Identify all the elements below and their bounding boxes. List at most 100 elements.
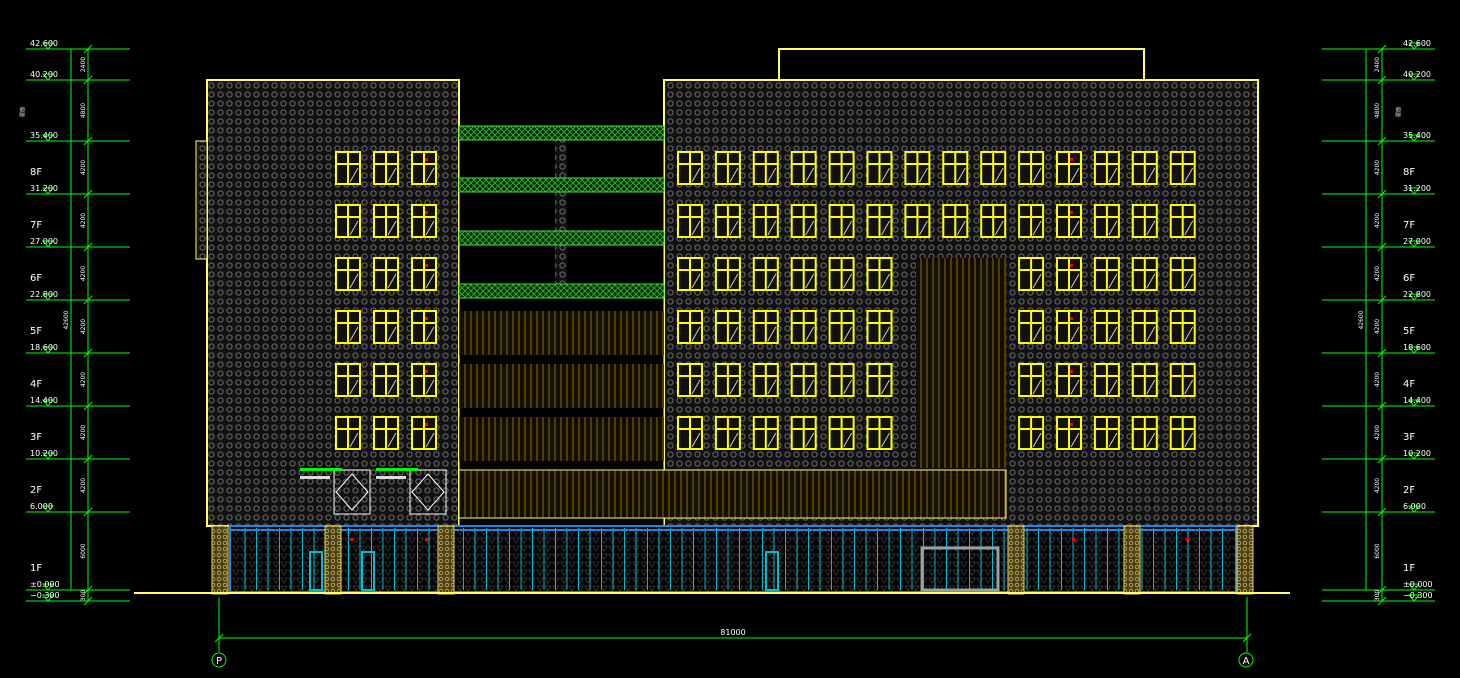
level-marker: [1407, 293, 1421, 301]
window-accent: [1070, 423, 1073, 426]
tick: [214, 633, 224, 643]
axis-bubble-right: [1238, 652, 1254, 668]
window-accent: [1070, 264, 1073, 267]
window-glass-mark: [843, 220, 853, 236]
window-glass-mark: [1108, 379, 1118, 395]
segment-dim: 2400: [80, 57, 87, 72]
window-glass-mark: [1070, 273, 1080, 289]
window-glass-mark: [729, 326, 739, 342]
window-glass-mark: [881, 326, 890, 342]
window-glass-mark: [1070, 326, 1080, 342]
central-louver-4f: [459, 364, 664, 408]
window-glass-mark: [1184, 167, 1194, 183]
segment-dim: 4200: [1374, 425, 1381, 440]
dim-tick: [83, 242, 93, 252]
window-accent: [1070, 370, 1073, 373]
dim-tick: [83, 454, 93, 464]
total-height-dim: 42600: [1358, 310, 1365, 329]
window-glass-mark: [1108, 432, 1118, 448]
window-glass-mark: [691, 273, 701, 289]
level-elevation: −0.300: [1403, 591, 1433, 600]
window-glass-mark: [1032, 167, 1042, 183]
ground-door: [361, 551, 375, 591]
window-glass-mark: [956, 220, 966, 236]
window-glass-mark: [956, 167, 966, 183]
window-glass-mark: [1070, 432, 1080, 448]
level-elevation: 31.200: [1403, 184, 1431, 193]
level-elevation: 6.000: [1403, 502, 1426, 511]
level-name: 3F: [30, 432, 42, 443]
dim-tick: [83, 295, 93, 305]
green-band: [458, 283, 665, 299]
window-glass-mark: [1032, 220, 1042, 236]
segment-dim: 4200: [80, 213, 87, 228]
level-elevation: 35.400: [30, 131, 58, 140]
roof-penthouse: [778, 48, 1145, 81]
window-glass-mark: [425, 220, 435, 236]
segment-dim: 4800: [80, 103, 87, 118]
segment-dim: 4200: [1374, 160, 1381, 175]
window-glass-mark: [1146, 167, 1156, 183]
level-name: 7F: [1403, 220, 1415, 231]
central-column: [555, 140, 567, 286]
window-glass-mark: [994, 220, 1004, 236]
dim-tick: [83, 136, 93, 146]
window-glass-mark: [729, 167, 739, 183]
ground-column: [1007, 525, 1025, 595]
level-marker: [1407, 187, 1421, 195]
window-glass-mark: [387, 167, 397, 183]
segment-dim: 300: [1373, 0, 1385, 2]
level-elevation: 10.200: [1403, 449, 1431, 458]
window-glass-mark: [729, 273, 739, 289]
glass-accent: [1186, 538, 1189, 541]
window-accent: [1070, 158, 1073, 161]
level-elevation: 22.800: [30, 290, 58, 299]
level-name: 6F: [30, 273, 42, 284]
window-glass-mark: [1184, 379, 1194, 395]
window-accent: [425, 317, 428, 320]
level-marker: [1407, 240, 1421, 248]
level-marker: [41, 187, 55, 195]
window-glass-mark: [729, 220, 739, 236]
level-marker: [41, 134, 55, 142]
segment-dim: 4200: [80, 478, 87, 493]
level-marker: [41, 594, 55, 602]
level-name: 6F: [1403, 273, 1415, 284]
window-glass-mark: [767, 220, 777, 236]
window-glass-mark: [1032, 432, 1042, 448]
dim-tick: [83, 401, 93, 411]
level-marker: [41, 505, 55, 513]
level-name: 8F: [1403, 167, 1415, 178]
sign-panel: [333, 469, 371, 515]
level-marker: [41, 73, 55, 81]
window-glass-mark: [691, 326, 701, 342]
window-glass-mark: [1184, 273, 1194, 289]
dim-tick: [1377, 401, 1387, 411]
dim-tick: [83, 44, 93, 54]
segment-dim: 300: [79, 0, 91, 2]
segment-dim: 4800: [1374, 103, 1381, 118]
glass-accent: [1072, 538, 1075, 541]
window-glass-mark: [349, 432, 359, 448]
level-elevation: 18.600: [1403, 343, 1431, 352]
window-glass-mark: [1146, 432, 1156, 448]
level-elevation: ±0.000: [1403, 580, 1433, 589]
level-marker: [41, 399, 55, 407]
sign-text: [376, 476, 406, 479]
dim-tick: [83, 596, 93, 606]
window-glass-mark: [1184, 326, 1194, 342]
segment-dim: 4200: [80, 266, 87, 281]
window-glass-mark: [1184, 432, 1194, 448]
window-accent: [425, 211, 428, 214]
window-glass-mark: [918, 220, 928, 236]
dim-tick: [1377, 507, 1387, 517]
dim-tick: [1377, 75, 1387, 85]
window-glass-mark: [767, 379, 777, 395]
window-glass-mark: [805, 432, 815, 448]
window-glass-mark: [805, 167, 815, 183]
level-elevation: 10.200: [30, 449, 58, 458]
level-elevation: 22.800: [1403, 290, 1431, 299]
window-glass-mark: [691, 379, 701, 395]
level-elevation: 14.400: [1403, 396, 1431, 405]
window-glass-mark: [387, 326, 397, 342]
